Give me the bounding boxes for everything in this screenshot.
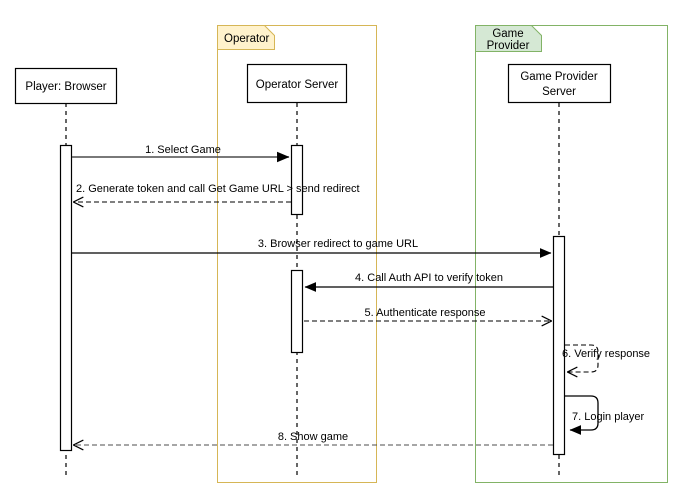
message-3-label: 3. Browser redirect to game URL [258, 238, 418, 250]
activation-bar-operator-server-1 [290, 144, 304, 216]
actor-game-provider-server-box[interactable] [507, 63, 612, 104]
actor-player[interactable]: Player: Browser [14, 67, 118, 105]
message-5-label: 5. Authenticate response [364, 307, 485, 319]
operator-frame-tab [217, 25, 275, 50]
message-8-label: 8. Show game [278, 431, 348, 443]
message-4-label: 4. Call Auth API to verify token [355, 272, 503, 284]
operator-frame-label: Operator [224, 33, 270, 45]
message-2-label: 2. Generate token and call Get Game URL … [76, 183, 360, 195]
game-provider-frame-label-line2: Provider [487, 40, 530, 52]
actor-player-label: Player: Browser [25, 81, 106, 93]
actor-operator-server[interactable]: Operator Server [246, 63, 348, 104]
operator-frame-rect [217, 25, 377, 483]
message-7[interactable]: 7. Login player [565, 395, 644, 435]
message-7-label: 7. Login player [572, 411, 644, 423]
message-1[interactable]: 1. Select Game [72, 144, 290, 163]
message-3[interactable]: 3. Browser redirect to game URL [72, 238, 552, 258]
message-8[interactable]: 8. Show game [74, 431, 553, 445]
actor-game-provider-server[interactable]: Game Provider Server [507, 63, 612, 104]
message-6-arrow [565, 344, 599, 372]
actor-operator-server-label: Operator Server [256, 79, 339, 91]
group-frame-game-provider: Game Provider [475, 25, 668, 483]
message-7-arrow [565, 395, 599, 435]
message-6-label: 6. Verify response [562, 348, 650, 360]
game-provider-frame-label-line1: Game [492, 28, 523, 40]
game-provider-frame-rect [475, 25, 668, 483]
message-2[interactable]: 2. Generate token and call Get Game URL … [74, 183, 360, 202]
actor-game-provider-server-label-line1: Game Provider [520, 71, 598, 83]
activation-bar-game-provider-server [552, 235, 566, 456]
message-5[interactable]: 5. Authenticate response [304, 307, 551, 321]
actor-player-box[interactable] [14, 67, 118, 105]
message-1-label: 1. Select Game [145, 144, 221, 156]
message-4[interactable]: 4. Call Auth API to verify token [304, 272, 553, 292]
message-6[interactable]: 6. Verify response [562, 344, 650, 372]
game-provider-frame-tab [475, 25, 542, 52]
actor-operator-server-box[interactable] [246, 63, 348, 104]
activation-bar-player [59, 144, 73, 452]
group-frame-operator: Operator [217, 25, 377, 483]
activation-bar-operator-server-2 [290, 269, 304, 354]
actor-game-provider-server-label-line2: Server [542, 86, 576, 98]
